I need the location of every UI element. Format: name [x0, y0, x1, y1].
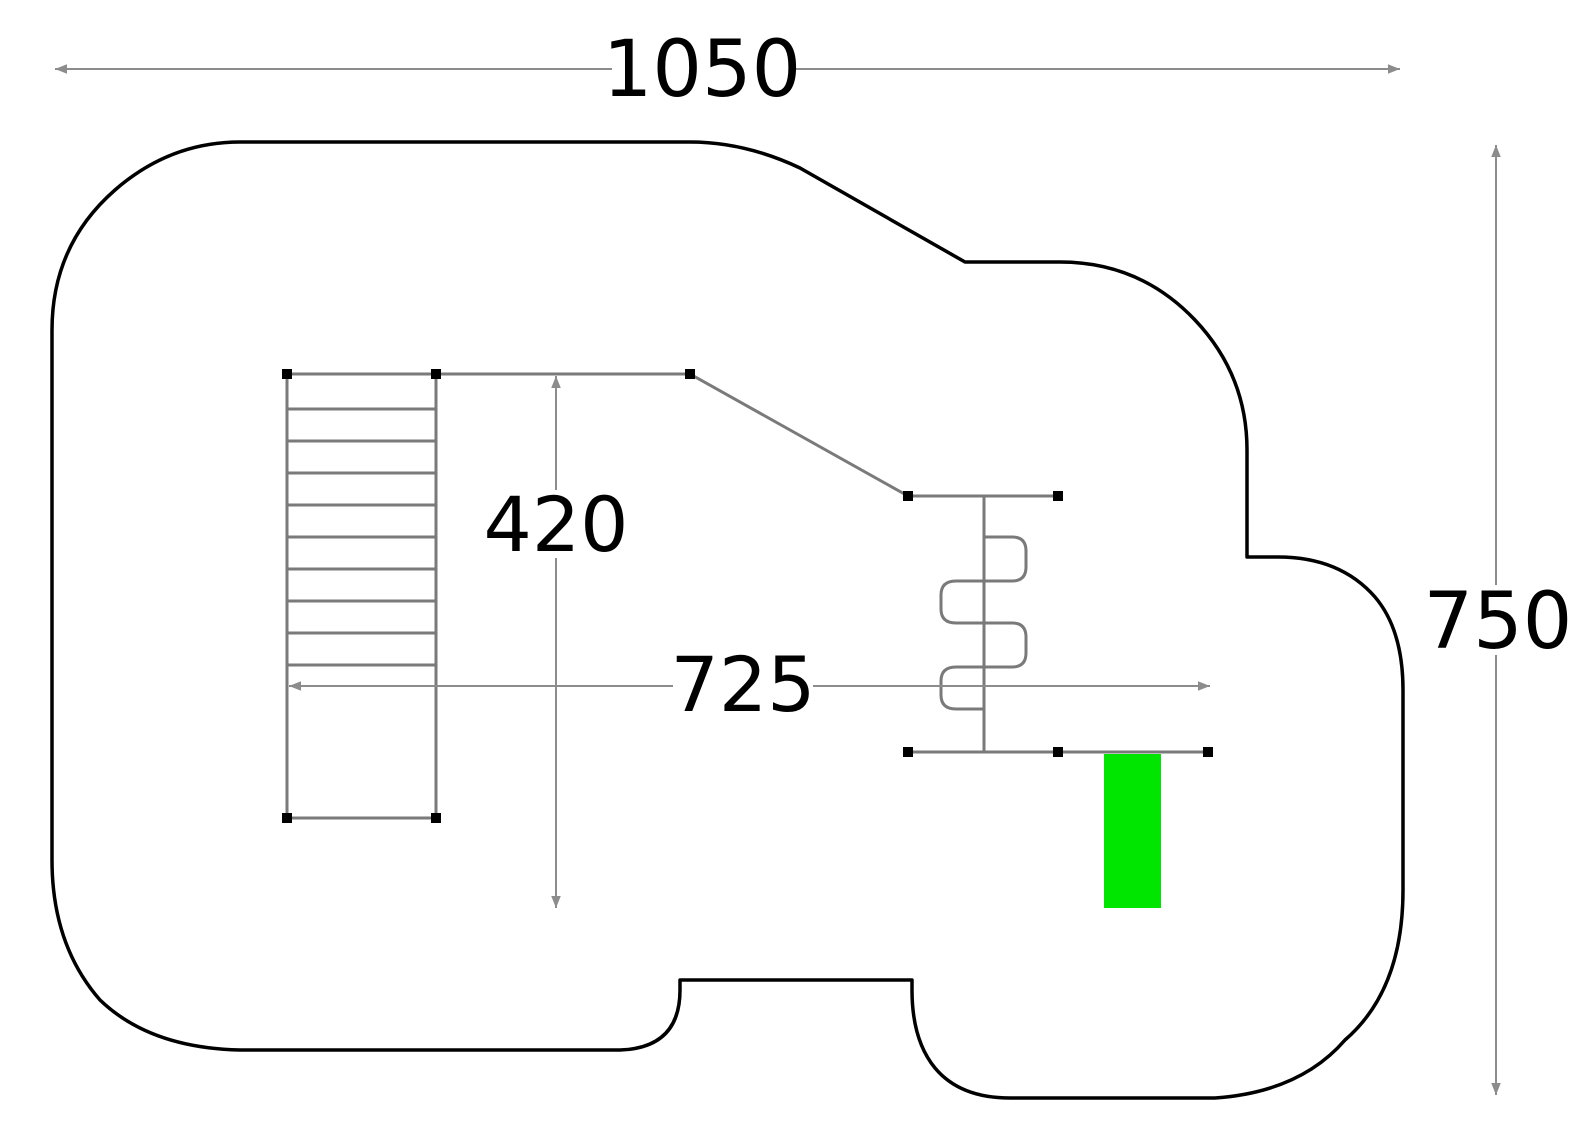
connecting-rail — [436, 372, 909, 498]
serpentine-climber — [908, 494, 1058, 754]
post-marker — [431, 369, 441, 379]
post-marker — [903, 491, 913, 501]
post-marker — [431, 813, 441, 823]
climbing-ladder — [285, 372, 438, 820]
post-marker — [1053, 747, 1063, 757]
post-marker — [1053, 491, 1063, 501]
post-marker — [685, 369, 695, 379]
depth-dimension-label: 750 — [1424, 577, 1573, 667]
depth-dimension: 750 — [1424, 145, 1575, 1095]
equipment-width-dimension: 725 — [289, 640, 1210, 729]
post-marker — [282, 369, 292, 379]
post-marker — [1203, 747, 1213, 757]
width-dimension: 1050 — [55, 25, 1400, 115]
equipment-depth-dimension: 420 — [483, 376, 629, 908]
equipment-depth-label: 420 — [483, 480, 628, 569]
post-markers — [282, 369, 1213, 823]
slide-platform — [1058, 750, 1208, 908]
safety-zone-outline — [50, 140, 1405, 1100]
equipment-width-label: 725 — [670, 640, 815, 729]
post-marker — [282, 813, 292, 823]
slide — [1104, 754, 1161, 908]
post-marker — [903, 747, 913, 757]
width-dimension-label: 1050 — [603, 25, 802, 115]
